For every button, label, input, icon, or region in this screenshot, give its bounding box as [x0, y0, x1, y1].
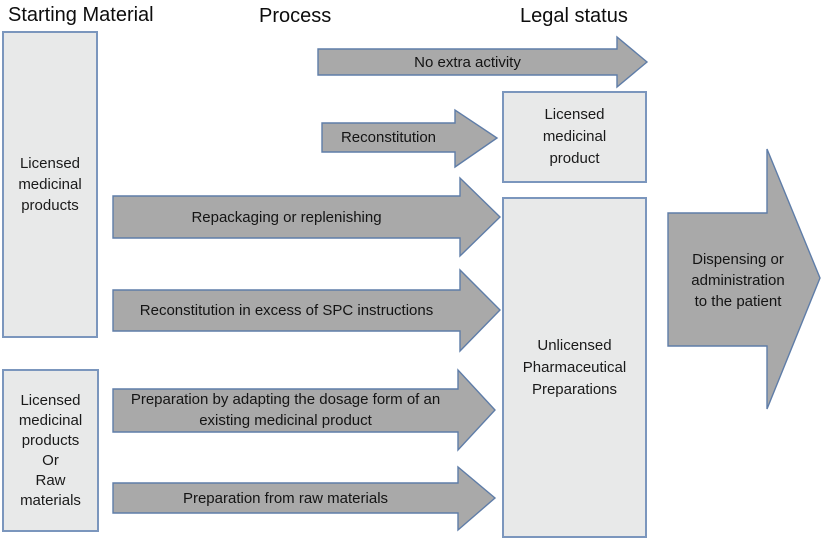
- arrow-preparation-raw-shape: [112, 465, 497, 532]
- arrow-preparation-adapting-shape: [112, 368, 496, 452]
- box-licensed-medicinal-product: Licensed medicinal product: [502, 91, 647, 183]
- box-licensed-medicinal-products: Licensed medicinal products: [2, 31, 98, 338]
- arrow-repackaging-shape: [112, 176, 502, 258]
- column-header-legal-status: Legal status: [520, 5, 628, 27]
- arrow-reconstitution-excess-shape: [112, 268, 501, 353]
- arrow-no-extra-activity-shape: [317, 35, 649, 89]
- arrow-reconstitution-shape: [321, 108, 499, 169]
- column-header-starting-material: Starting Material: [8, 4, 154, 26]
- column-header-process: Process: [259, 5, 332, 27]
- arrow-dispensing-shape: [667, 148, 821, 410]
- box-licensed-or-raw-materials: Licensed medicinal products Or Raw mater…: [2, 369, 99, 532]
- box-unlicensed-pharmaceutical-preparations: Unlicensed Pharmaceutical Preparations: [502, 197, 647, 538]
